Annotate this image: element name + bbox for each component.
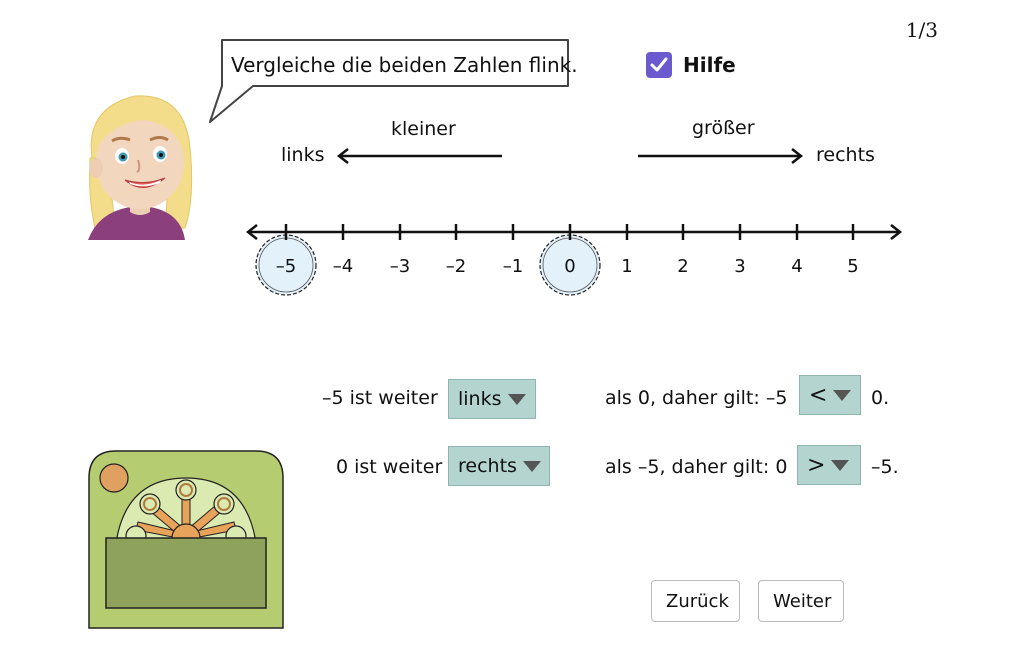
tick-label-minus-2: –2: [445, 256, 467, 277]
help-checkbox[interactable]: [646, 52, 672, 78]
row1-symbol-dropdown[interactable]: <: [799, 375, 861, 415]
tick-label-minus-3: –3: [389, 256, 411, 277]
page-counter: 1/3: [905, 18, 938, 42]
tick-label-2: 2: [677, 256, 689, 277]
chevron-down-icon: [522, 460, 541, 472]
smaller-label: kleiner: [391, 118, 456, 140]
row2-direction-dropdown[interactable]: rechts: [448, 446, 550, 486]
tick-label-4: 4: [791, 256, 803, 277]
teacher-avatar: [88, 95, 193, 240]
tick-label-minus-5: –5: [275, 256, 297, 277]
row2-middle: als –5, daher gilt: 0: [605, 456, 788, 478]
help-label[interactable]: Hilfe: [683, 53, 736, 77]
right-arrow-icon: [638, 148, 804, 164]
tick-label-1: 1: [621, 256, 633, 277]
row1-direction-value: links: [458, 388, 502, 410]
next-button[interactable]: Weiter: [758, 580, 844, 622]
larger-label: größer: [692, 117, 755, 139]
row1-prefix: –5 ist weiter: [322, 387, 438, 409]
tick-label-minus-4: –4: [332, 256, 354, 277]
left-arrow-icon: [336, 148, 502, 164]
row1-direction-dropdown[interactable]: links: [448, 379, 536, 419]
tick-label-minus-1: –1: [502, 256, 524, 277]
row2-suffix: –5.: [871, 456, 899, 478]
back-button[interactable]: Zurück: [651, 580, 740, 622]
left-label: links: [281, 144, 325, 166]
number-line: [245, 224, 903, 296]
machine-illustration: [88, 450, 284, 629]
row1-suffix: 0.: [871, 387, 890, 409]
row1-symbol-value: <: [809, 382, 828, 408]
speech-bubble: [209, 39, 569, 123]
tick-label-3: 3: [734, 256, 746, 277]
chevron-down-icon: [507, 393, 526, 405]
tick-label-0: 0: [564, 256, 576, 277]
chevron-down-icon: [831, 459, 850, 471]
row2-direction-value: rechts: [458, 455, 517, 477]
checkmark-icon: [650, 57, 668, 72]
row1-middle: als 0, daher gilt: –5: [605, 387, 788, 409]
row2-symbol-value: >: [807, 452, 826, 478]
speech-bubble-text: Vergleiche die beiden Zahlen flink.: [231, 53, 578, 77]
chevron-down-icon: [833, 389, 852, 401]
right-label: rechts: [816, 144, 875, 166]
row2-symbol-dropdown[interactable]: >: [797, 445, 861, 485]
tick-label-5: 5: [847, 256, 859, 277]
row2-prefix: 0 ist weiter: [336, 456, 443, 478]
